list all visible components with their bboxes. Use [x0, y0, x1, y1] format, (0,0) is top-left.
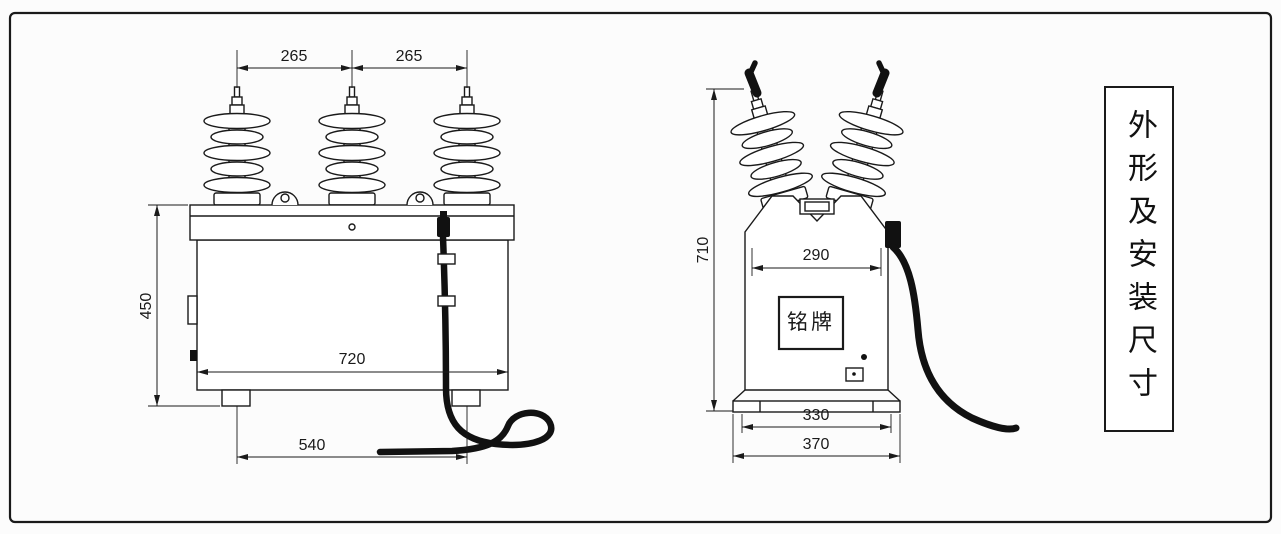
dimension-label-710: 710	[695, 237, 712, 264]
dim-base-370: 370	[732, 414, 901, 463]
foot-right	[451, 389, 481, 407]
side-fitting	[187, 295, 198, 325]
base-slab	[732, 400, 901, 413]
dimension-label-370: 370	[803, 436, 830, 453]
cable-gland-side	[885, 221, 901, 248]
dimension-label-720: 720	[339, 351, 366, 368]
plate-bolt	[348, 223, 356, 231]
dim-width-290: 290	[751, 247, 882, 276]
dimension-label-540: 540	[299, 437, 326, 454]
drain-mark	[190, 350, 197, 361]
bushing-left	[203, 86, 271, 206]
title-text: 外形及安装尺寸	[1123, 108, 1156, 410]
side-view: 290 铭牌 710	[695, 60, 1020, 463]
dim-bushing-spacing: 265 265	[236, 48, 468, 88]
dim-width-720: 720	[197, 351, 508, 375]
dimension-label-450: 450	[138, 293, 155, 320]
title-panel: 外形及安装尺寸	[1104, 86, 1174, 432]
handle	[799, 198, 835, 215]
tank-top-plate	[189, 204, 515, 241]
cable-front	[376, 233, 555, 456]
terminal-box	[845, 367, 864, 382]
bushing-side-left	[721, 80, 819, 214]
cable-clamp-2	[437, 295, 456, 307]
dimension-label-290: 290	[803, 247, 830, 264]
dim-height-710: 710	[695, 88, 744, 412]
foot-left	[221, 389, 251, 407]
nameplate-label: 铭牌	[787, 311, 835, 334]
dimension-label-265-right: 265	[396, 48, 423, 65]
cable-side	[889, 243, 1020, 433]
outer-border	[8, 11, 1273, 524]
dim-height-450: 450	[138, 204, 220, 407]
dimension-label-265-left: 265	[281, 48, 308, 65]
body-hole	[861, 354, 867, 360]
bushing-center	[318, 86, 386, 206]
tank-body-side	[744, 195, 889, 391]
bushing-right	[433, 86, 501, 206]
cable-clamp-1	[437, 253, 456, 265]
dim-base-330: 330	[741, 407, 892, 433]
cable-gland-front	[437, 217, 450, 237]
front-view: 265 265	[138, 48, 555, 464]
bushing-side-right	[815, 80, 913, 214]
lifting-lug-right	[406, 191, 434, 206]
dim-footspan-540: 540	[236, 406, 468, 464]
dimension-label-330: 330	[803, 407, 830, 424]
lifting-lug-left	[271, 191, 299, 206]
nameplate-box	[777, 295, 845, 351]
